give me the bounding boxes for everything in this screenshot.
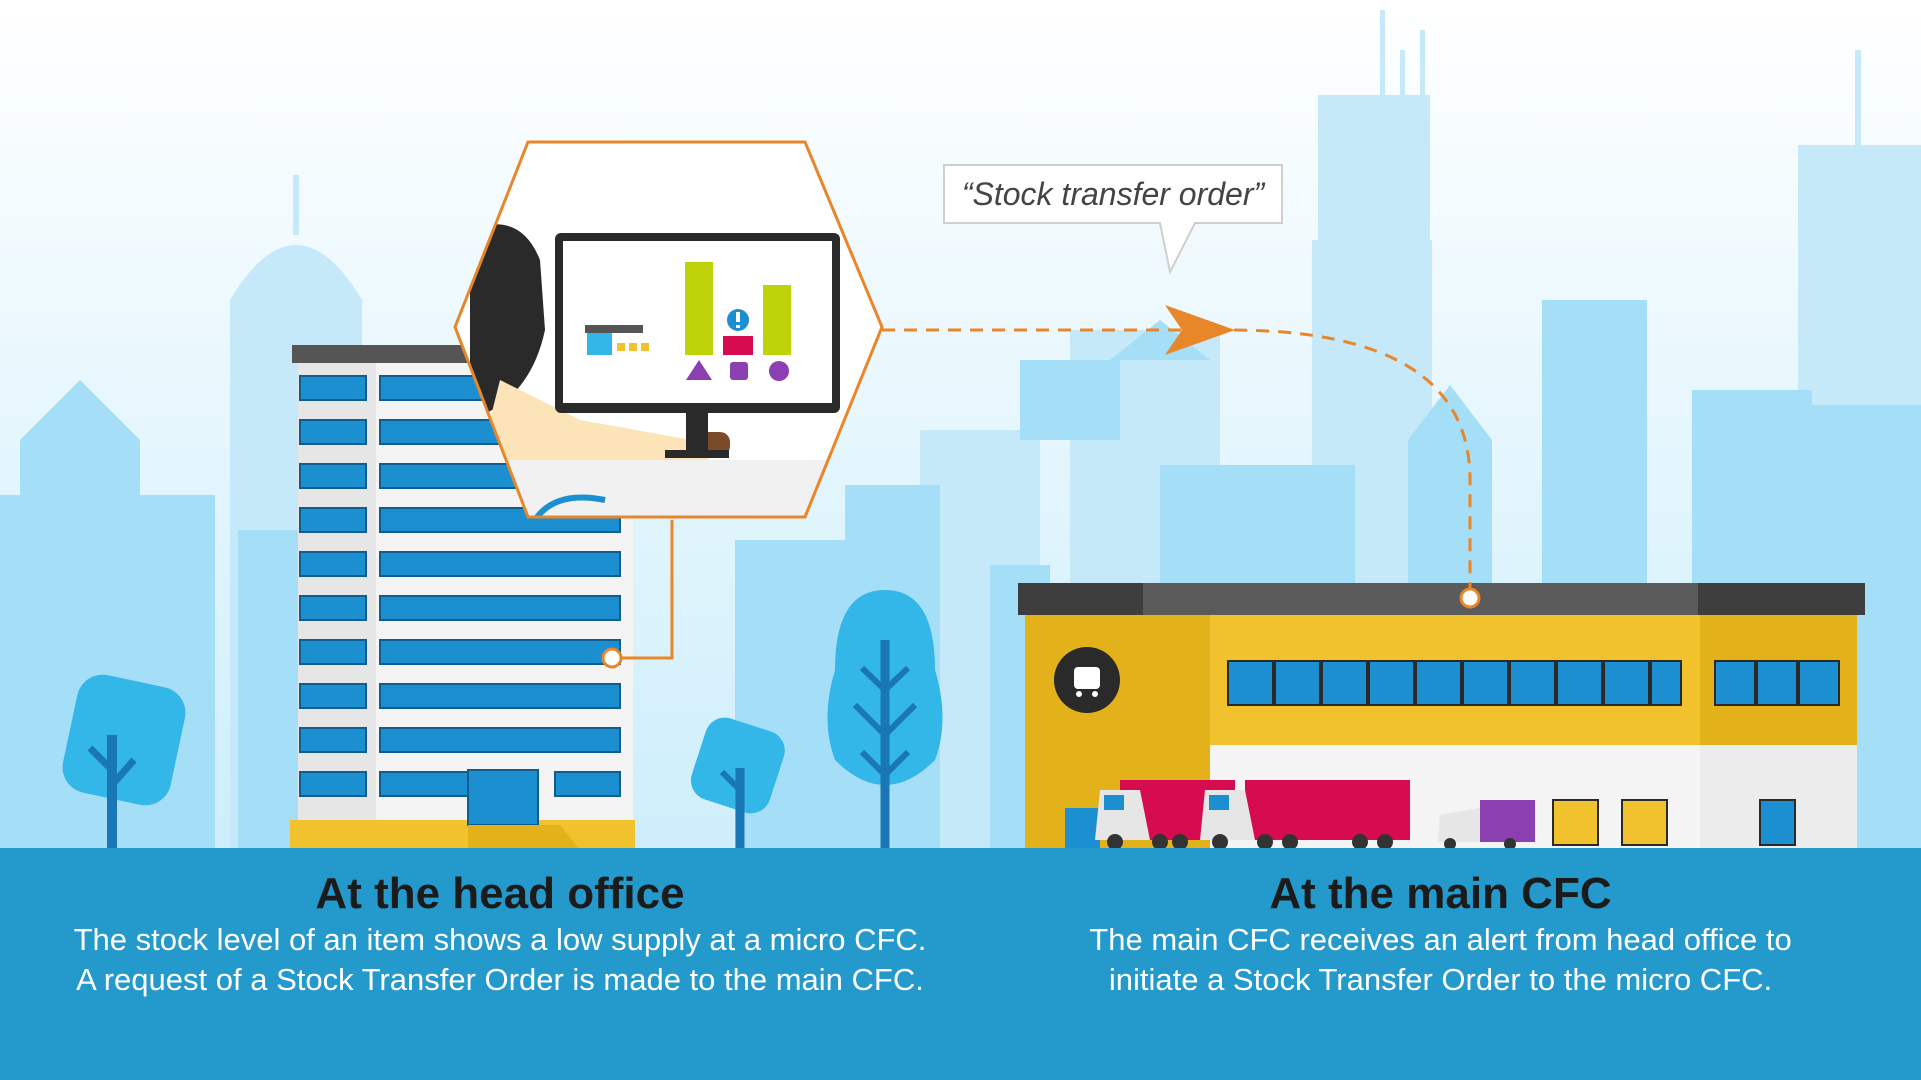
ground-band — [0, 848, 1921, 1080]
tree-tall — [827, 590, 943, 850]
route-dashed-arrow — [882, 305, 1481, 609]
main-cfc-title: At the main CFC — [1269, 869, 1612, 918]
tree-left — [62, 674, 186, 850]
bubble-text: “Stock transfer order” — [961, 176, 1265, 212]
head-office-caption: At the head office The stock level of an… — [20, 868, 980, 1000]
trucks — [1095, 780, 1535, 850]
head-office-title: At the head office — [315, 869, 685, 918]
speech-bubble — [943, 164, 1283, 276]
office-connector — [601, 520, 674, 669]
head-office-description-line-2: A request of a Stock Transfer Order is m… — [76, 962, 924, 997]
tree-middle — [690, 717, 785, 850]
main-cfc-description-line-1: The main CFC receives an alert from head… — [1089, 922, 1792, 957]
main-cfc-description-line-2: initiate a Stock Transfer Order to the m… — [1108, 962, 1773, 997]
head-office-description-line-1: The stock level of an item shows a low s… — [73, 922, 927, 957]
main-cfc-caption: At the main CFC The main CFC receives an… — [960, 868, 1921, 1000]
office-worker-hexagon — [453, 140, 884, 519]
